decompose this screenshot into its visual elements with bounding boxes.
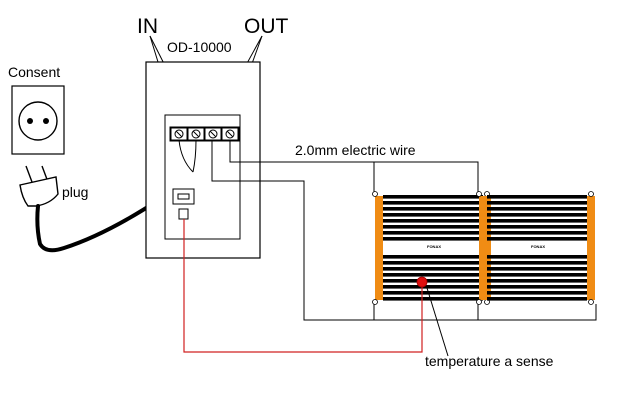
heating-strip: [487, 207, 587, 211]
heating-strip: [383, 267, 483, 271]
heating-strip: [487, 219, 587, 223]
output-wiring: [211, 140, 597, 321]
heating-strip: [383, 261, 483, 265]
outlet-socket: [18, 101, 58, 141]
heating-strip: [383, 207, 483, 211]
panel-brand: FONAX: [427, 244, 441, 249]
sensor-bulb: [416, 276, 428, 288]
in-label: IN: [137, 15, 158, 38]
heating-strip: [383, 291, 483, 295]
wall-outlet: [11, 85, 65, 155]
heating-strip: [487, 213, 587, 217]
heating-strip: [383, 195, 483, 199]
heating-strip: [487, 237, 587, 241]
panel-connector: [372, 299, 378, 305]
panel-electrode: [587, 196, 595, 300]
heating-strip: [383, 225, 483, 229]
heating-strip: [383, 237, 483, 241]
heating-strip: [487, 297, 587, 301]
panel-brand: FONAX: [531, 244, 545, 249]
panel-connector: [476, 299, 482, 305]
heating-strip: [487, 267, 587, 271]
heating-strip: [487, 279, 587, 283]
heating-strip: [487, 225, 587, 229]
heating-strip: [383, 255, 483, 259]
heating-strip: [487, 255, 587, 259]
heating-strip: [487, 285, 587, 289]
terminal-block: [169, 126, 240, 142]
heating-strip: [383, 231, 483, 235]
heating-strip: [487, 195, 587, 199]
heating-panel: FONAX: [476, 191, 595, 305]
panel-connector: [372, 191, 378, 197]
thermostat-controller: [145, 61, 261, 259]
wire-label: 2.0mm electric wire: [295, 142, 416, 158]
controller-model-label: OD-10000: [167, 39, 232, 55]
panel-connector: [476, 191, 482, 197]
heating-panels: FONAX FONAX: [372, 191, 595, 305]
heating-strip: [487, 231, 587, 235]
panel-connector: [588, 191, 594, 197]
plug-label: plug: [62, 184, 88, 200]
heating-strip: [383, 285, 483, 289]
heating-strip: [383, 279, 483, 283]
heating-strip: [383, 213, 483, 217]
sensor-pointer: [426, 287, 449, 357]
sensor-wire: [183, 219, 423, 353]
consent-label: Consent: [8, 64, 60, 80]
heating-strip: [383, 219, 483, 223]
panel-connector: [588, 299, 594, 305]
power-plug: [19, 165, 59, 207]
heating-strip: [487, 201, 587, 205]
heating-strip: [383, 201, 483, 205]
heating-strip: [383, 297, 483, 301]
sensor-label: temperature a sense: [425, 353, 554, 369]
heating-strip: [487, 261, 587, 265]
heating-strip: [383, 273, 483, 277]
heating-strip: [487, 273, 587, 277]
panel-electrode: [375, 196, 383, 300]
power-cord: [35, 172, 198, 253]
out-label: OUT: [244, 15, 289, 38]
panel-electrode: [479, 196, 487, 300]
heating-panel: FONAX: [372, 191, 491, 305]
heating-strip: [487, 291, 587, 295]
